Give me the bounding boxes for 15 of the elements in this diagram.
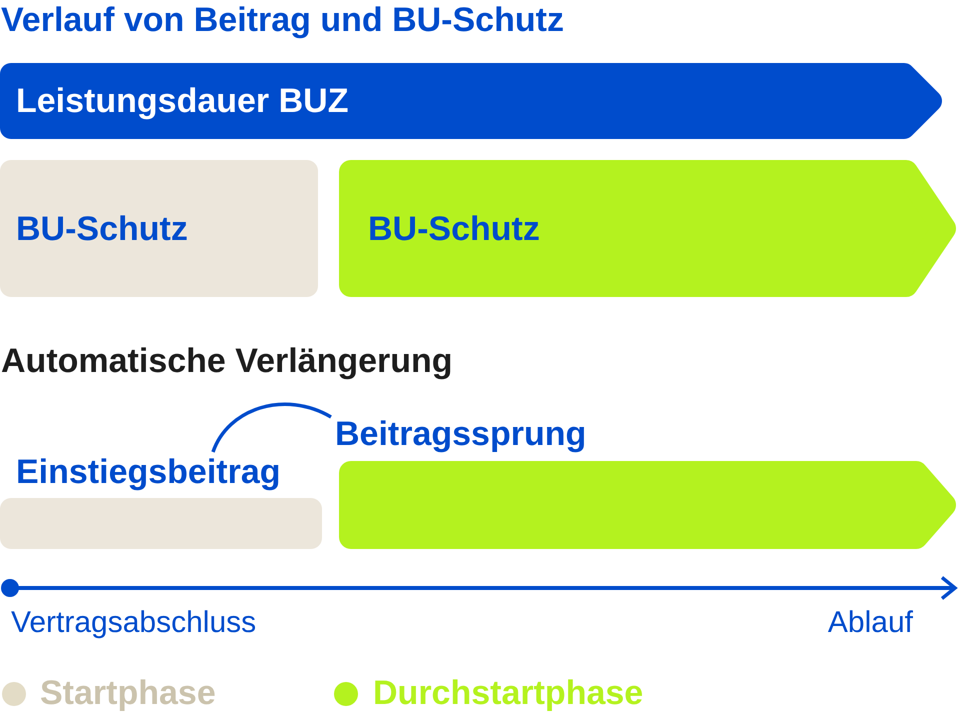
- axis-label: Vertragsabschluss: [11, 605, 256, 641]
- phase-bar: [339, 160, 956, 297]
- section-heading: Automatische Verlängerung: [1, 341, 453, 381]
- diagram-title: Verlauf von Beitrag und BU-Schutz: [1, 0, 564, 40]
- bar-heading: Einstiegsbeitrag: [16, 452, 281, 492]
- axis-label: Ablauf: [828, 605, 913, 641]
- band-label: Leistungsdauer BUZ: [16, 81, 348, 121]
- bar-heading: Beitragssprung: [335, 414, 586, 454]
- bar-label: BU-Schutz: [16, 208, 188, 248]
- duration-band: [0, 63, 942, 139]
- connector-arc: [211, 402, 332, 453]
- phase-bar: [0, 160, 318, 297]
- bar-label: BU-Schutz: [368, 208, 540, 248]
- legend-label: Durchstartphase: [373, 673, 644, 713]
- legend-label: Startphase: [40, 673, 216, 713]
